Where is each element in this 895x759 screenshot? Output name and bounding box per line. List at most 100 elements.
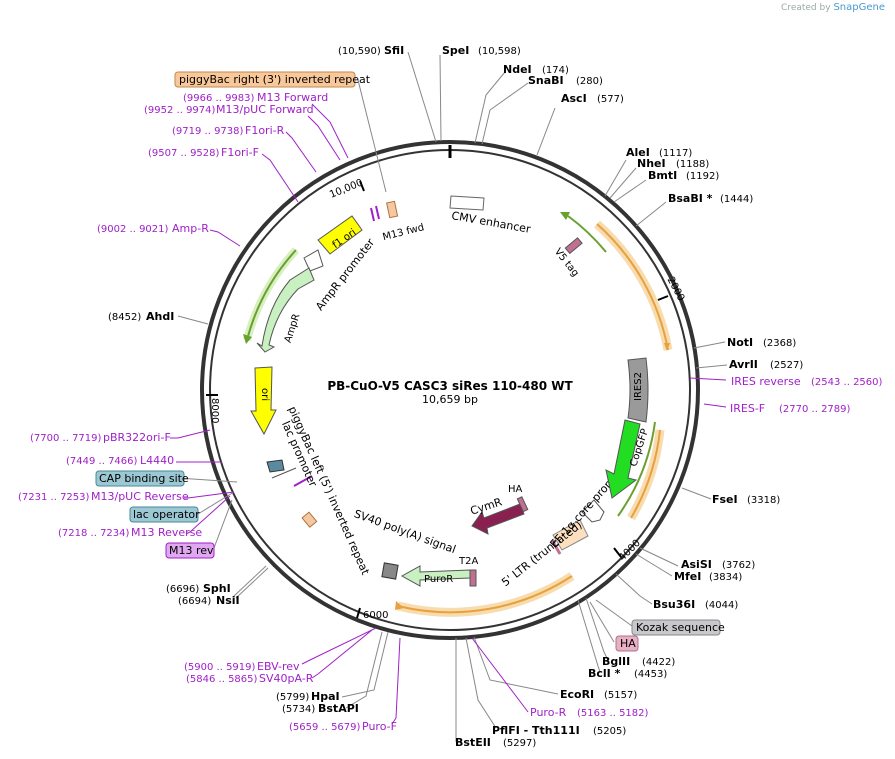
primer-m13puc-forward[interactable]: M13/pUC Forward	[216, 103, 314, 116]
enzyme-fsei-pos: (3318)	[747, 495, 780, 506]
label-cap-binding-site: CAP binding site	[99, 472, 189, 485]
feature-ampr	[256, 267, 315, 353]
leader-sphi	[233, 565, 267, 597]
box-piggybac-right[interactable]	[174, 71, 356, 88]
primer-amp-r[interactable]: Amp-R	[172, 222, 209, 235]
primer-m13-forward[interactable]: M13 Forward	[257, 91, 328, 104]
label-ires2: IRES2	[633, 372, 644, 401]
leader-pflfi	[465, 637, 497, 729]
enzyme-bstapi[interactable]: BstAPI	[318, 702, 359, 715]
enzyme-avrii[interactable]: AvrII	[729, 358, 758, 371]
label-sv40-polya: SV40 poly(A) signal	[352, 507, 457, 556]
primer-f1ori-f[interactable]: F1ori-F	[221, 146, 259, 159]
primer-l4440[interactable]: L4440	[140, 454, 174, 467]
ruler-6000: 6000	[363, 610, 388, 621]
watermark-brand: SnapGene	[833, 2, 885, 13]
leader-spei	[439, 54, 442, 142]
enzyme-fsei[interactable]: FseI	[712, 493, 738, 506]
leader-puro-f	[391, 637, 401, 725]
feature-puror	[400, 565, 471, 587]
enzyme-asisi[interactable]: AsiSI	[681, 558, 712, 571]
primer-pbr322ori[interactable]: pBR322ori-F	[103, 431, 171, 444]
enzyme-nhei[interactable]: NheI	[637, 157, 666, 170]
enzyme-mfei[interactable]: MfeI	[674, 570, 701, 583]
enzyme-bsabi-pos: (1444)	[720, 194, 753, 205]
leader-ha-box	[589, 601, 615, 643]
arc-feature-top-right-bg	[594, 220, 673, 351]
leader-sv40pa-r	[311, 629, 373, 679]
ruler-tick-6000	[356, 607, 361, 619]
enzyme-asci-pos: (577)	[597, 94, 624, 105]
watermark-prefix: Created by	[781, 3, 831, 13]
primer-ires-reverse[interactable]: IRES reverse	[731, 375, 801, 388]
leader-m13-reverse	[185, 495, 231, 535]
box-kozak-sequence[interactable]	[631, 619, 721, 636]
enzyme-bmti[interactable]: BmtI	[648, 169, 677, 182]
enzyme-bsu36i[interactable]: Bsu36I	[653, 598, 695, 611]
enzyme-noti[interactable]: NotI	[727, 336, 753, 349]
enzyme-pflfi-tth111i[interactable]: PflFI - Tth111I	[492, 724, 580, 737]
feature-lac-promoter	[271, 467, 297, 479]
enzyme-sphi[interactable]: SphI	[203, 582, 231, 595]
leader-kozak	[595, 599, 633, 627]
primer-m13-reverse[interactable]: M13 Reverse	[131, 526, 202, 539]
enzyme-nsii[interactable]: NsiI	[216, 594, 240, 607]
enzyme-ecori[interactable]: EcoRI	[560, 688, 594, 701]
box-cap-binding-site[interactable]	[95, 470, 185, 487]
label-piggybac-left: piggyBac left (5') inverted repeat	[286, 404, 373, 577]
leader-bglii	[585, 597, 609, 661]
feature-cmv-enhancer	[449, 195, 485, 211]
enzyme-leaders	[177, 51, 728, 742]
enzyme-ndei[interactable]: NdeI	[503, 63, 532, 76]
primer-sv40pa-r[interactable]: SV40pA-R	[259, 672, 314, 685]
enzyme-asci[interactable]: AscI	[561, 92, 587, 105]
primer-puro-r-pos: (5163 .. 5182)	[577, 708, 649, 719]
arc-arrow-v5	[560, 212, 570, 220]
primer-m13puc-reverse[interactable]: M13/pUC Reverse	[91, 490, 189, 503]
box-m13-rev[interactable]	[165, 542, 215, 559]
enzyme-bsabi[interactable]: BsaBI *	[668, 192, 713, 205]
leader-ebv-rev	[301, 627, 377, 665]
ruler-tick-2000	[657, 295, 669, 301]
enzyme-mfei-pos: (3834)	[709, 572, 742, 583]
enzyme-alei[interactable]: AleI	[626, 146, 650, 159]
primer-sv40pa-r-pos: (5846 .. 5865)	[186, 674, 258, 685]
enzyme-bcli[interactable]: BclI *	[588, 667, 621, 680]
arc-feature-bottom	[397, 575, 573, 614]
leader-sfii	[407, 51, 437, 143]
arc-arrow-ampr	[243, 334, 252, 344]
feature-v5-tag	[564, 237, 583, 255]
leader-fsei	[681, 487, 712, 500]
enzyme-sfii[interactable]: SfiI	[384, 44, 404, 57]
primer-f1ori-r[interactable]: F1ori-R	[245, 124, 285, 137]
primer-m13-reverse-pos: (7218 .. 7234)	[58, 528, 130, 539]
enzyme-bsteii[interactable]: BstEII	[455, 736, 491, 749]
feature-ires2	[627, 357, 649, 423]
enzyme-spei[interactable]: SpeI	[442, 44, 469, 57]
enzyme-bglii[interactable]: BglII	[602, 655, 630, 668]
box-ha[interactable]	[615, 635, 639, 652]
enzyme-nsii-pos: (6694)	[178, 596, 211, 607]
primer-l4440-pos: (7449 .. 7466)	[66, 456, 138, 467]
feature-ampr-promoter	[303, 249, 324, 272]
arc-ampr	[246, 249, 297, 341]
leader-bsabi	[635, 201, 667, 227]
arc-arrow-top-right	[664, 343, 670, 351]
enzyme-snabi-pos: (280)	[576, 76, 603, 87]
primer-ires-f[interactable]: IRES-F	[730, 402, 765, 415]
feature-ef1a-promoter	[581, 499, 605, 523]
leader-lacop	[197, 491, 235, 515]
label-ha: HA	[508, 484, 523, 495]
box-lac-operator[interactable]	[129, 506, 199, 523]
leader-ndei	[474, 71, 506, 144]
primer-puro-f[interactable]: Puro-F	[362, 720, 397, 733]
enzyme-hpai[interactable]: HpaI	[311, 690, 340, 703]
enzyme-ahdi[interactable]: AhdI	[146, 310, 174, 323]
primer-puro-r[interactable]: Puro-R	[530, 706, 567, 719]
primer-ebv-rev[interactable]: EBV-rev	[257, 660, 300, 673]
enzyme-sphi-pos: (6696)	[166, 584, 199, 595]
enzyme-snabi[interactable]: SnaBI	[528, 74, 564, 87]
leader-ires-f	[703, 403, 727, 408]
primer-amp-r-pos: (9002 .. 9021)	[97, 224, 169, 235]
feature-cap-site	[266, 459, 285, 473]
